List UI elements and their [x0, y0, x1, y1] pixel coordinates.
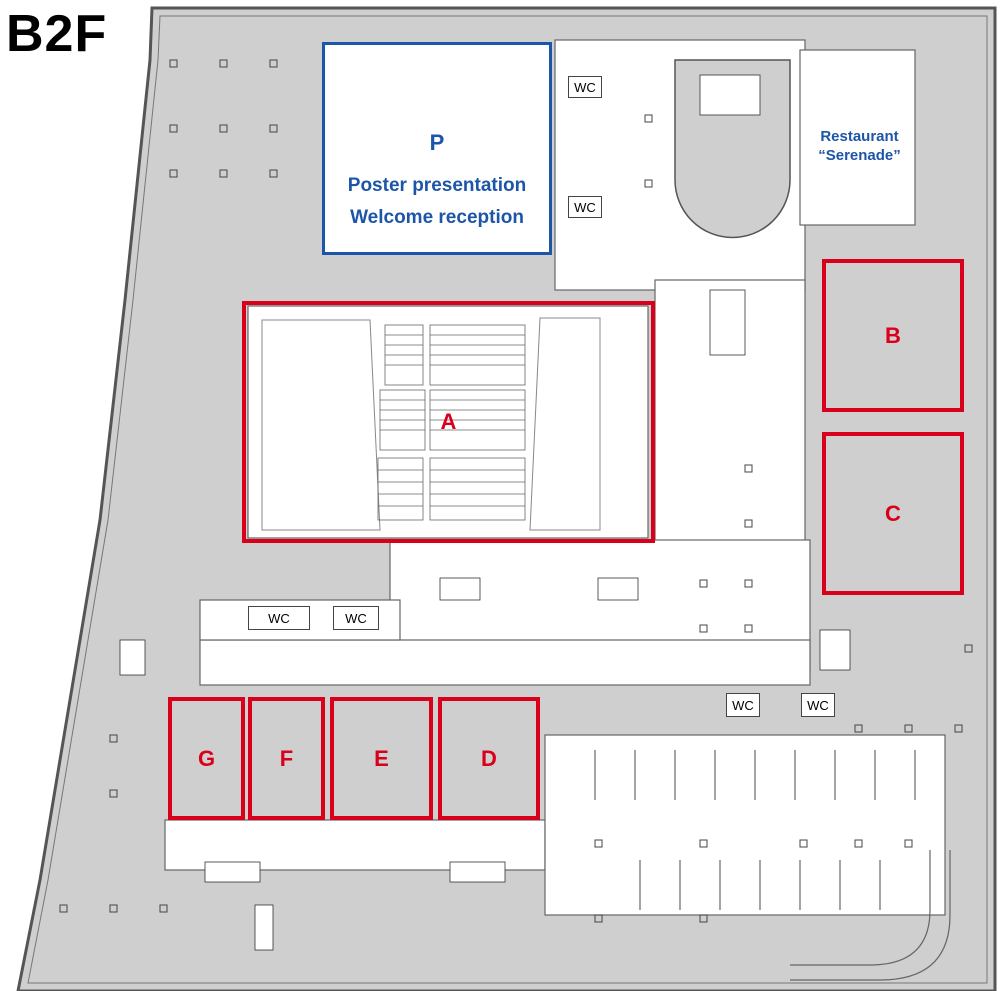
stairwells — [119, 289, 851, 951]
poster-hall[interactable]: P Poster presentation Welcome reception — [322, 42, 552, 255]
room-f[interactable]: F — [248, 697, 325, 820]
building-inner-wall — [27, 15, 988, 984]
room-e-label: E — [374, 745, 389, 771]
room-g-label: G — [197, 745, 216, 771]
room-d[interactable]: D — [438, 697, 540, 820]
room-a-label: A — [440, 409, 457, 434]
restroom-top-2: WC — [568, 196, 602, 218]
structural-columns — [59, 59, 973, 923]
poster-hall-line2: Welcome reception — [350, 207, 524, 228]
room-g[interactable]: G — [168, 697, 245, 820]
poster-hall-line1: Poster presentation — [347, 175, 527, 196]
room-b[interactable]: B — [822, 259, 964, 412]
room-b-label: B — [885, 322, 901, 348]
restroom-top-1: WC — [568, 76, 602, 98]
restroom-bottom-1: WC — [248, 606, 310, 630]
auditorium-seats — [377, 324, 526, 521]
room-a[interactable]: A — [242, 301, 655, 543]
room-c[interactable]: C — [822, 432, 964, 595]
room-e[interactable]: E — [330, 697, 433, 820]
parking-area — [594, 750, 951, 981]
room-f-label: F — [279, 745, 294, 771]
restaurant-name: Restaurant — [820, 128, 899, 145]
room-c-label: C — [885, 500, 901, 526]
restroom-bottom-2: WC — [333, 606, 379, 630]
restroom-bottom-4: WC — [801, 693, 835, 717]
poster-hall-letter: P — [429, 130, 445, 155]
room-d-label: D — [481, 745, 497, 771]
restaurant-subtitle: “Serenade” — [818, 147, 901, 164]
restroom-bottom-3: WC — [726, 693, 760, 717]
floor-title: B2F — [6, 5, 108, 63]
